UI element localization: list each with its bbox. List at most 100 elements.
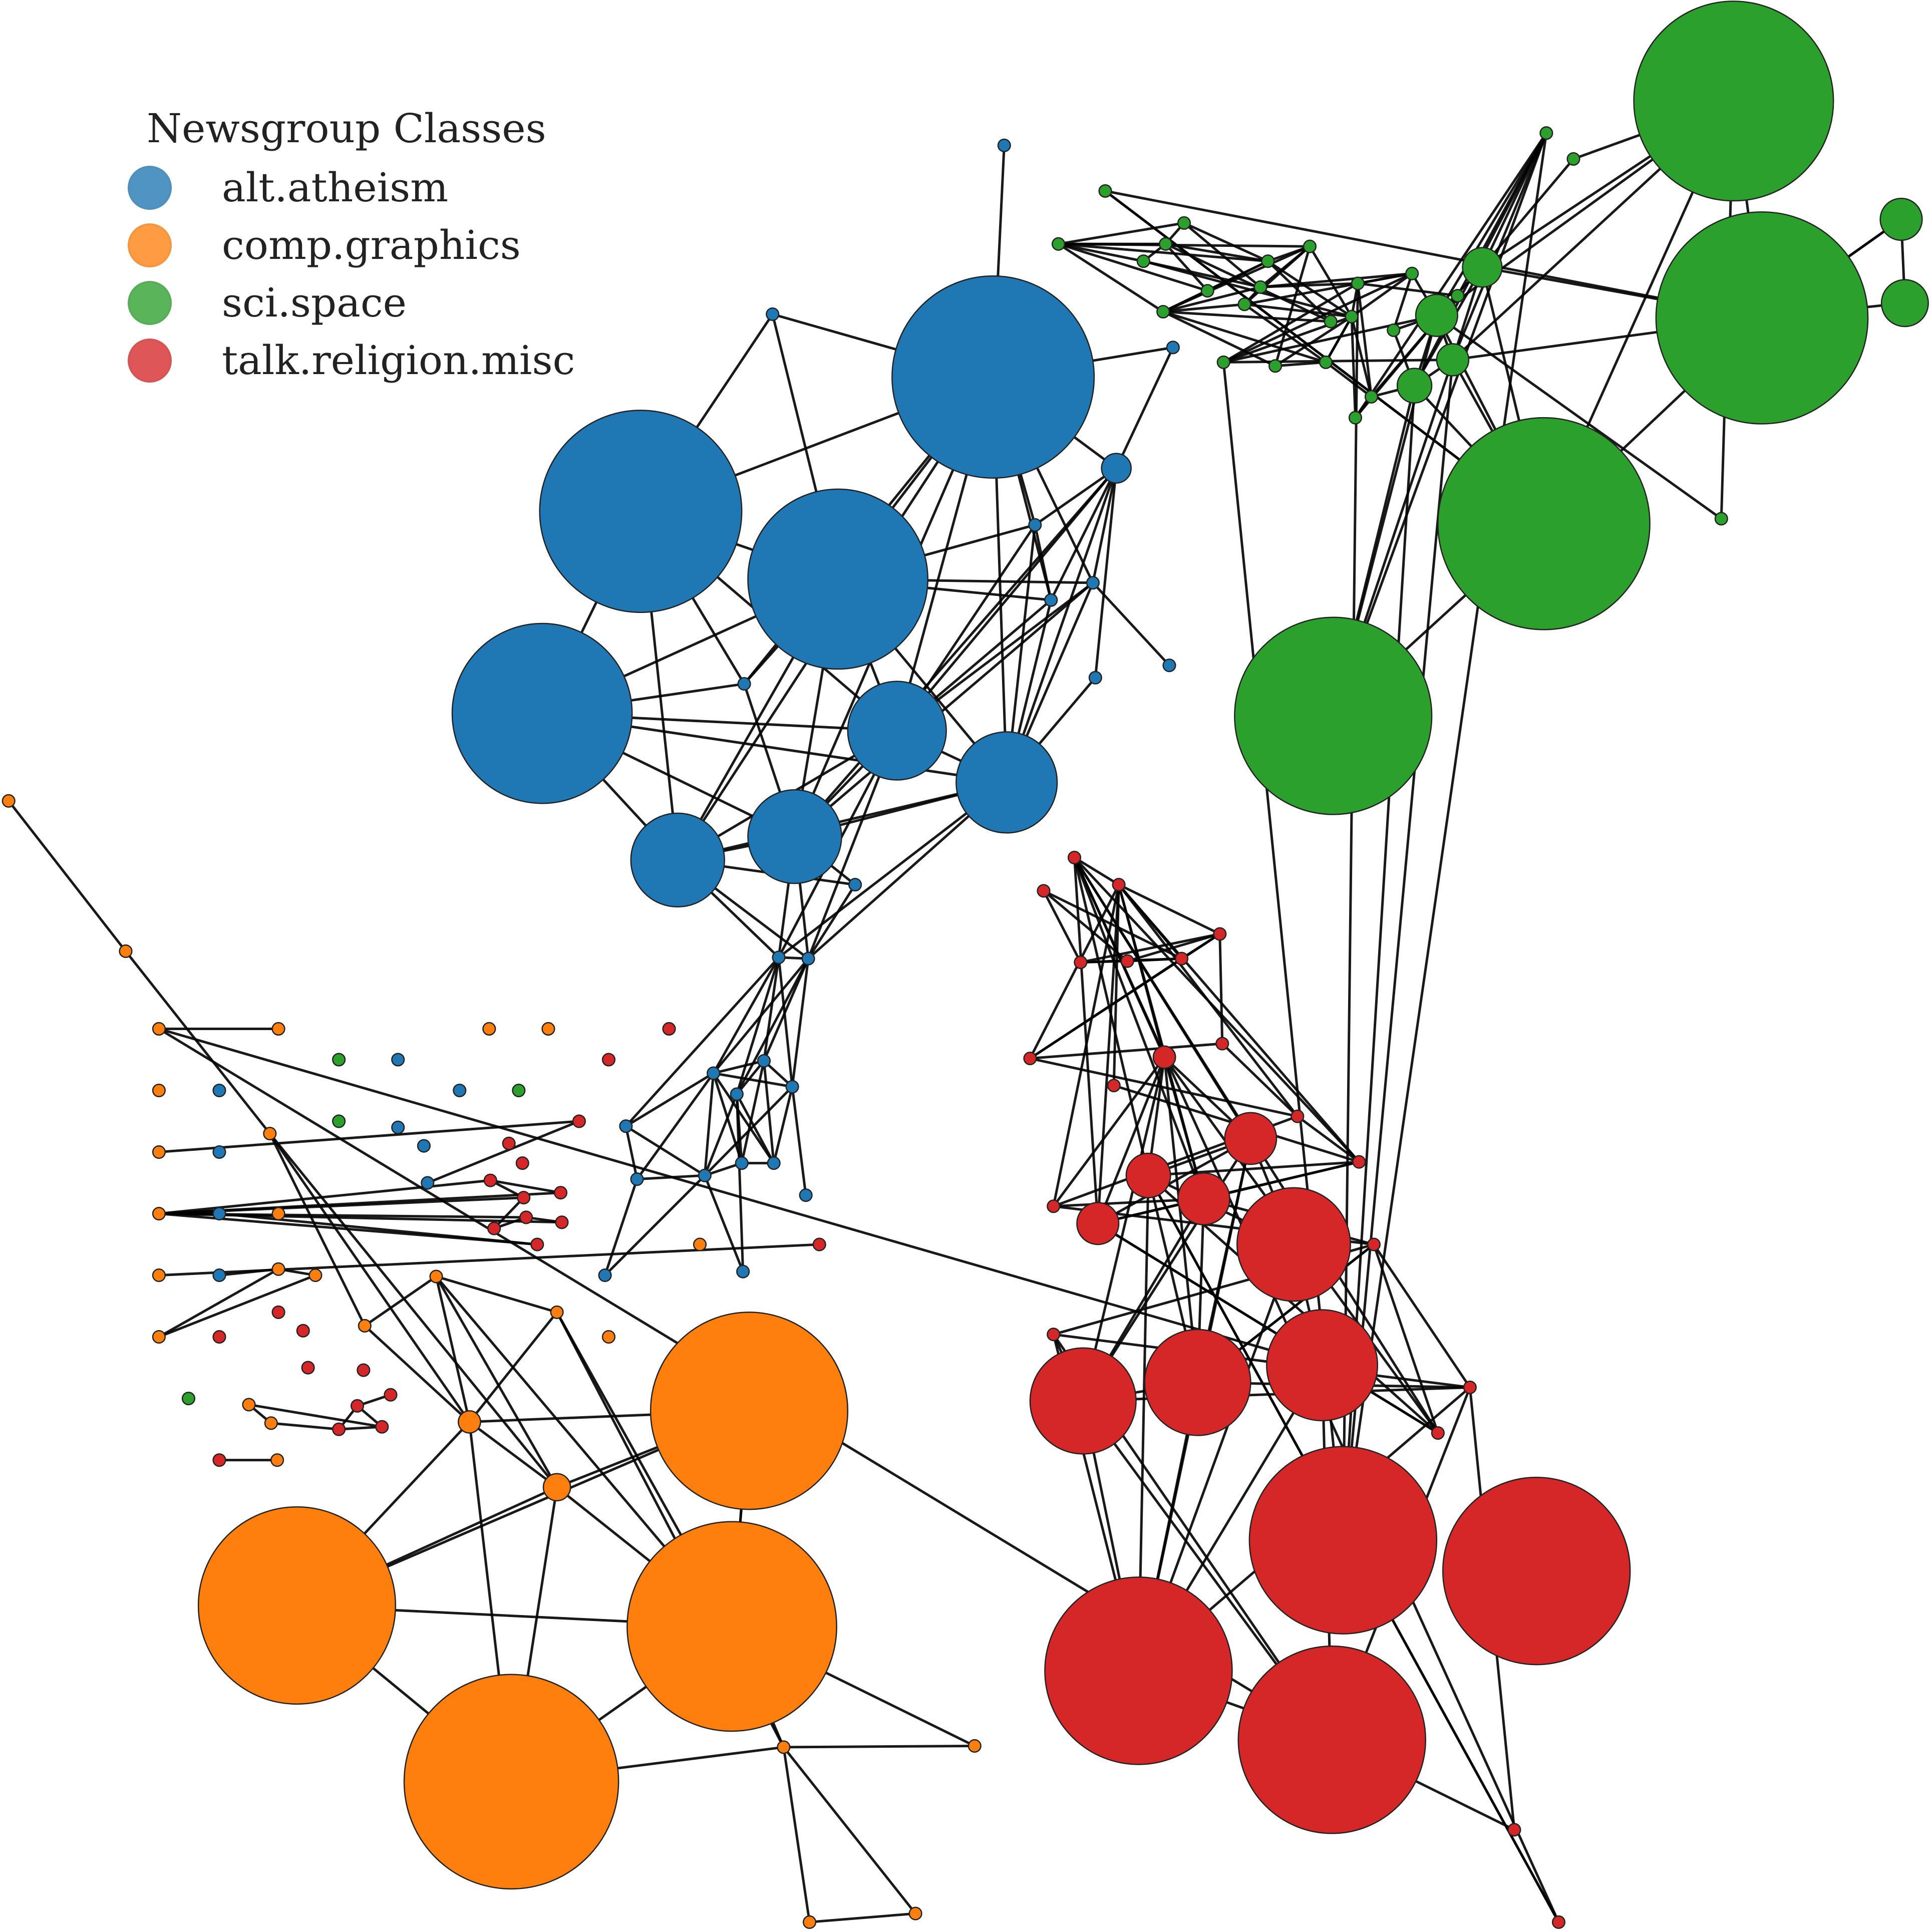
edge-363 (158, 1268, 279, 1338)
legend-item-talk-religion-misc: talk.religion.misc (128, 332, 575, 389)
node-religion-112 (1463, 1380, 1477, 1395)
edge-87 (713, 1060, 765, 1075)
node-space-71 (1237, 297, 1251, 311)
node-atheism-11 (1166, 341, 1180, 355)
node-atheism-27 (698, 1168, 712, 1182)
node-religion-161 (384, 1388, 398, 1402)
node-atheism-6 (747, 789, 842, 884)
node-graphics-37 (458, 1410, 481, 1434)
node-atheism-31 (598, 1268, 612, 1282)
edge-102 (604, 1174, 706, 1276)
node-atheism-122 (391, 1053, 405, 1067)
edge-340 (158, 1028, 1323, 1367)
edge-172 (1435, 132, 1548, 316)
node-religion-157 (301, 1361, 315, 1375)
node-graphics-158 (601, 1330, 616, 1344)
node-atheism-22 (757, 1054, 771, 1068)
edge-75 (625, 956, 780, 1127)
node-religion-88 (1236, 1187, 1351, 1302)
edge-99 (736, 1093, 775, 1164)
edge-55 (794, 581, 1094, 838)
edge-88 (736, 1060, 765, 1095)
edge-305 (1073, 857, 1252, 1139)
node-space-80 (1364, 390, 1379, 404)
node-religion-111 (1431, 1426, 1445, 1440)
node-graphics-165 (242, 1398, 256, 1412)
edge-210 (1163, 303, 1245, 313)
edge-79 (791, 958, 810, 1087)
edge-275 (1203, 1160, 1360, 1200)
edge-346 (159, 1120, 579, 1154)
node-religion-94 (1177, 1172, 1230, 1225)
node-atheism-20 (801, 951, 815, 965)
edge-273 (1118, 883, 1360, 1163)
legend-title: Newsgroup Classes (147, 105, 546, 152)
edge-211 (1244, 303, 1352, 318)
node-religion-108 (1352, 1155, 1366, 1169)
node-religion-114 (1507, 1823, 1521, 1837)
node-atheism-13 (1086, 576, 1100, 590)
edge-188 (1058, 242, 1310, 248)
edge-74 (777, 957, 794, 1087)
edge-96 (625, 1125, 706, 1177)
edge-73 (763, 957, 780, 1061)
node-space-64 (1051, 237, 1066, 251)
edge-287 (1373, 1243, 1471, 1388)
edge-263 (1029, 884, 1120, 1059)
node-graphics-152 (308, 1268, 323, 1282)
edge-368 (339, 1425, 382, 1431)
node-graphics-147 (693, 1237, 707, 1251)
node-space-61 (1714, 512, 1728, 526)
node-graphics-39 (2, 794, 16, 808)
node-space-59 (1539, 126, 1553, 140)
edge-113 (364, 1325, 471, 1423)
node-graphics-34 (403, 1674, 619, 1890)
legend-label-talk-religion-misc: talk.religion.misc (222, 337, 575, 384)
node-atheism-131 (421, 1176, 435, 1190)
edge-65 (1050, 467, 1118, 601)
node-graphics-149 (152, 1268, 166, 1282)
edge-45 (677, 781, 1007, 861)
edge-111 (268, 1133, 558, 1488)
edge-247 (1325, 316, 1353, 363)
edge-180 (1058, 221, 1184, 245)
node-atheism-123 (453, 1083, 467, 1098)
node-religion-115 (1551, 1915, 1566, 1929)
node-religion-162 (350, 1399, 365, 1413)
node-atheism-16 (1162, 659, 1176, 673)
node-graphics-43 (429, 1269, 443, 1283)
node-graphics-48 (908, 1906, 922, 1920)
node-space-63 (1177, 216, 1191, 230)
node-space-128 (332, 1114, 346, 1128)
edge-233 (1223, 314, 1437, 364)
edge-86 (713, 1072, 793, 1088)
node-religion-137 (483, 1173, 497, 1187)
edge-214 (1163, 310, 1331, 323)
edge-286 (1373, 1244, 1439, 1434)
node-atheism-30 (799, 1188, 813, 1202)
edge-262 (1118, 883, 1220, 935)
edge-281 (1074, 856, 1120, 886)
legend-swatch-comp-graphics (128, 223, 172, 267)
edge-189 (1058, 243, 1164, 313)
legend-item-alt-atheism: alt.atheism (128, 159, 575, 216)
node-religion-95 (1076, 1202, 1120, 1245)
node-atheism-0 (539, 410, 743, 613)
edge-291 (1073, 857, 1205, 1199)
edge-202 (1243, 245, 1311, 305)
edge-83 (703, 1073, 715, 1176)
legend-label-alt-atheism: alt.atheism (222, 164, 449, 211)
node-religion-89 (1266, 1309, 1379, 1422)
node-religion-84 (1248, 1446, 1438, 1635)
edge-46 (1005, 468, 1118, 783)
node-religion-163 (375, 1420, 389, 1434)
node-religion-132 (572, 1114, 586, 1128)
node-religion-105 (1215, 1037, 1229, 1051)
edge-216 (1162, 310, 1327, 364)
node-atheism-8 (1101, 453, 1132, 484)
edge-106 (735, 1094, 745, 1272)
edge-195 (1165, 242, 1332, 323)
edge-116 (435, 1275, 558, 1488)
legend-label-comp-graphics: comp.graphics (222, 222, 521, 268)
node-atheism-5 (955, 731, 1058, 834)
